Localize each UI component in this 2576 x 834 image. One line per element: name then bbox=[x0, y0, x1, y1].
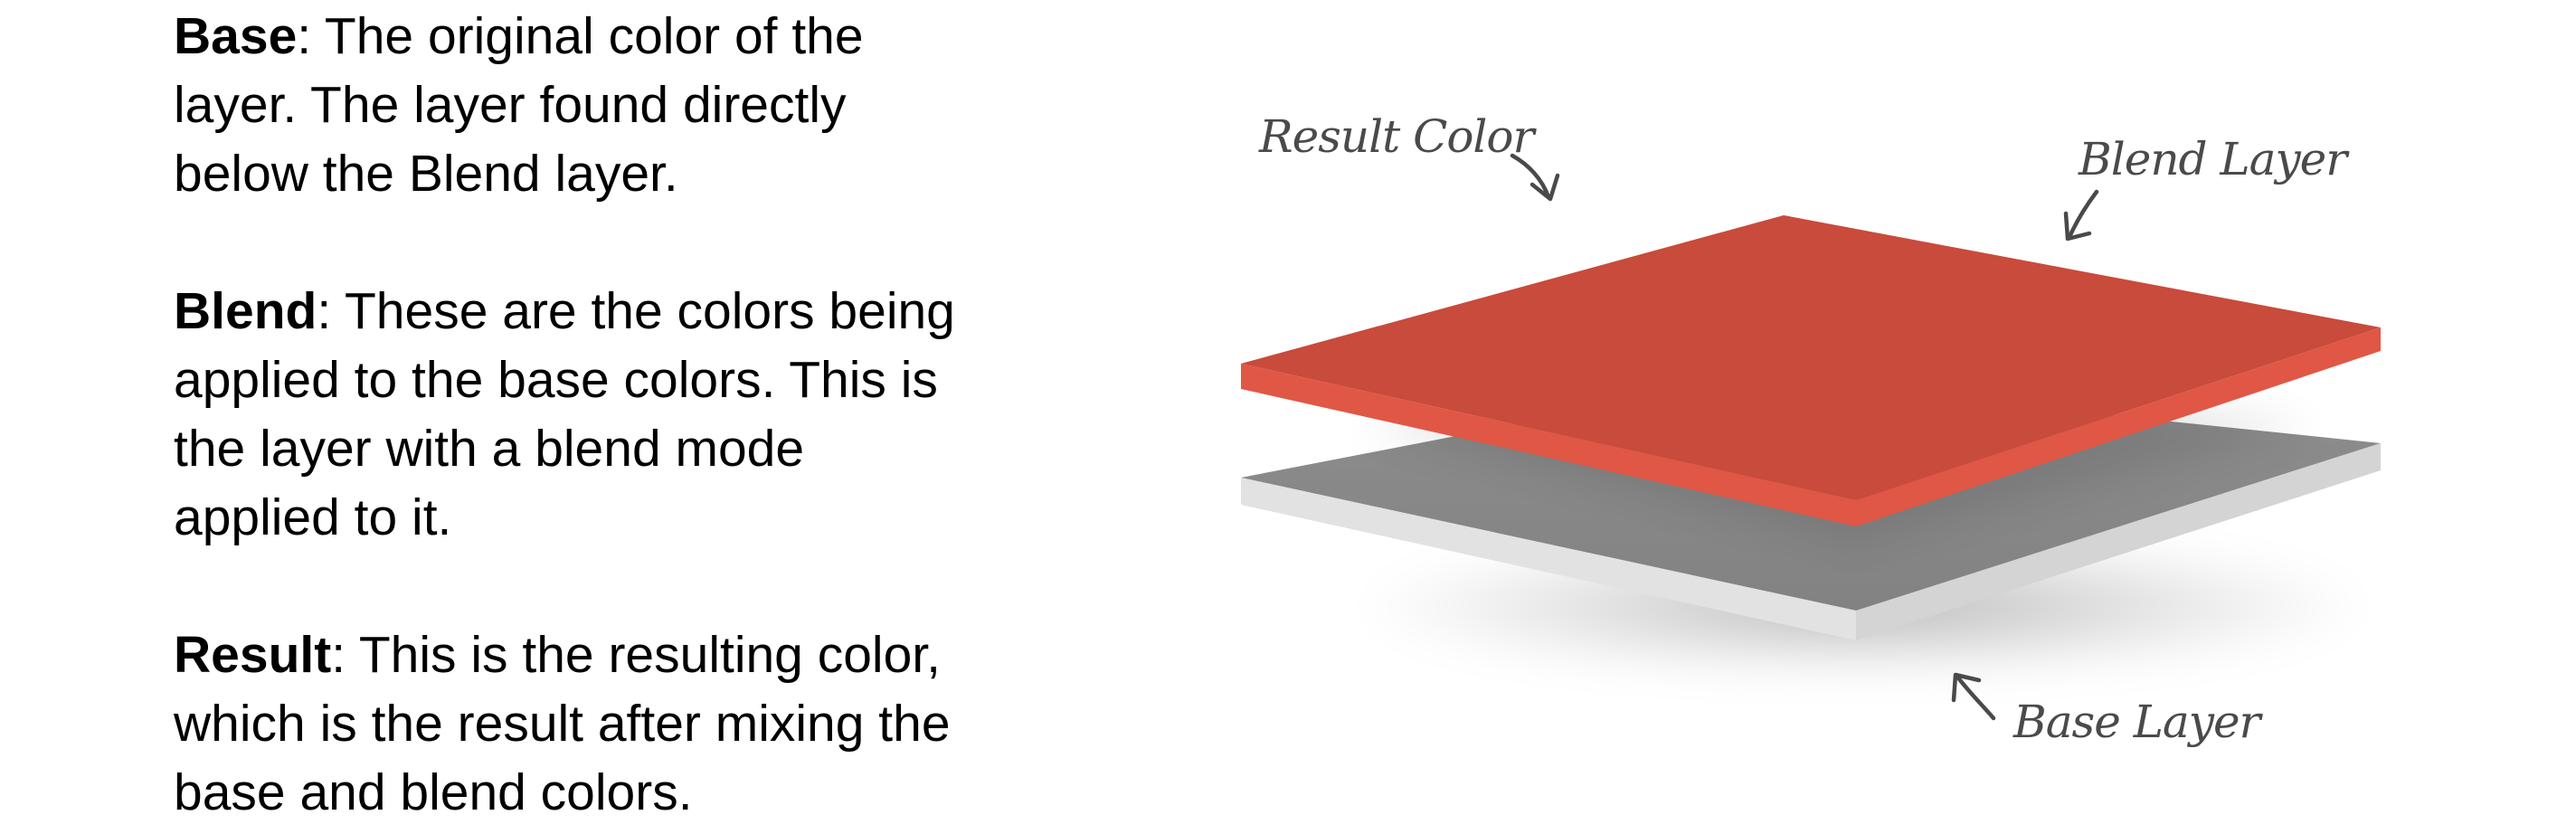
blend-layer-top bbox=[1241, 215, 2381, 500]
definition-blend-line-4: applied to it. bbox=[174, 488, 452, 546]
blend-layer-arrowhead bbox=[2063, 211, 2092, 242]
definition-base-line-3: below the Blend layer. bbox=[174, 145, 678, 203]
base-layer-front-edge bbox=[1241, 478, 1856, 640]
definition-result: Result: This is the resulting color, whi… bbox=[174, 621, 1169, 827]
term-base: Base bbox=[174, 7, 298, 65]
definition-base-line-1: : The original color of the bbox=[297, 7, 864, 65]
term-blend: Blend bbox=[174, 282, 317, 340]
layer-definitions: Base: The original color of the layer. T… bbox=[174, 0, 1169, 827]
definition-result-line-3: base and blend colors. bbox=[174, 763, 693, 821]
definition-base-line-2: layer. The layer found directly bbox=[174, 76, 847, 134]
definition-result-line-2: which is the result after mixing the bbox=[174, 695, 951, 753]
base-layer-label: Base Layer bbox=[2012, 696, 2264, 748]
blend-layer-label: Blend Layer bbox=[2078, 133, 2350, 185]
definition-blend-line-3: the layer with a blend mode bbox=[174, 420, 805, 478]
annotation-result-color: Result Color bbox=[1258, 110, 1560, 202]
blend-layer-front-edge bbox=[1241, 364, 1856, 526]
definition-blend: Blend: These are the colors being applie… bbox=[174, 277, 1169, 552]
result-color-label: Result Color bbox=[1258, 110, 1538, 163]
result-color-arrow bbox=[1510, 153, 1551, 200]
blend-layer-side-edge bbox=[1856, 327, 2381, 526]
term-result: Result bbox=[174, 626, 332, 684]
definition-blend-line-2: applied to the base colors. This is bbox=[174, 351, 938, 409]
base-layer-arrowhead bbox=[1951, 672, 1982, 703]
result-color-arrowhead bbox=[1530, 173, 1560, 202]
blend-layer bbox=[1241, 215, 2381, 526]
base-layer-arrow bbox=[1955, 674, 1996, 721]
base-layer-side-edge bbox=[1856, 443, 2381, 640]
definition-blend-line-1: : These are the colors being bbox=[317, 282, 955, 340]
annotation-base-layer: Base Layer bbox=[1951, 672, 2265, 748]
blend-layer-arrow bbox=[2067, 189, 2099, 240]
definition-base: Base: The original color of the layer. T… bbox=[174, 2, 1169, 208]
annotation-blend-layer: Blend Layer bbox=[2063, 133, 2351, 242]
definition-result-line-1: : This is the resulting color, bbox=[331, 626, 941, 684]
